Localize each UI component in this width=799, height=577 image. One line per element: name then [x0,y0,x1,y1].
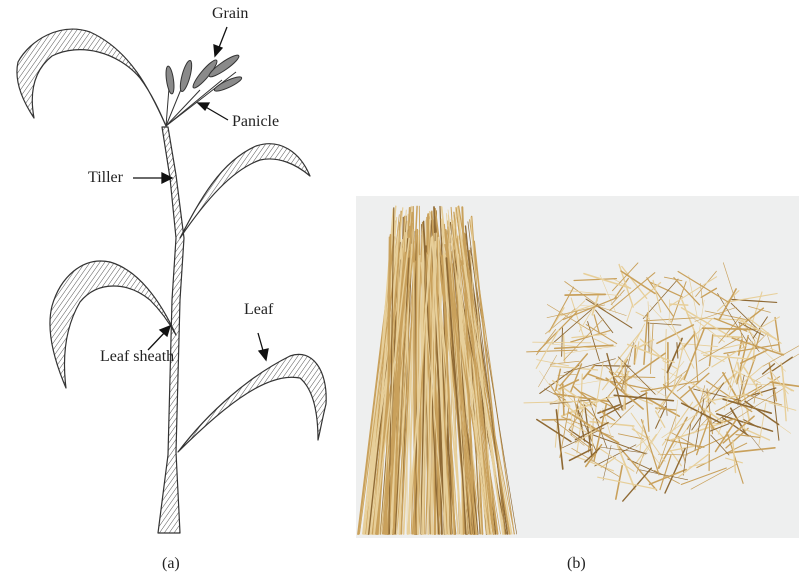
label-panicle: Panicle [232,113,279,131]
leaf-top-left [17,29,166,126]
straw-photo [356,196,799,538]
label-grain: Grain [212,5,248,23]
straw-fiber [542,419,570,420]
caption-a: (a) [162,555,180,573]
caption-b: (b) [567,555,586,573]
leaf-lower-right [178,354,326,452]
plant-sketch-panel: Grain Panicle Tiller Leaf Leaf sheath [0,0,360,545]
straw-fiber [709,423,710,471]
straw-fiber [670,304,688,305]
label-leaf-sheath: Leaf sheath [100,348,174,366]
straw-photo-panel [356,196,799,538]
leaf-middle-left [50,261,176,388]
plant-sketch [0,0,360,545]
label-tiller: Tiller [88,169,123,187]
straw-fiber [533,342,591,343]
leaf-upper-right [180,144,310,238]
label-leaf: Leaf [244,301,273,319]
straw-fiber [565,294,605,295]
